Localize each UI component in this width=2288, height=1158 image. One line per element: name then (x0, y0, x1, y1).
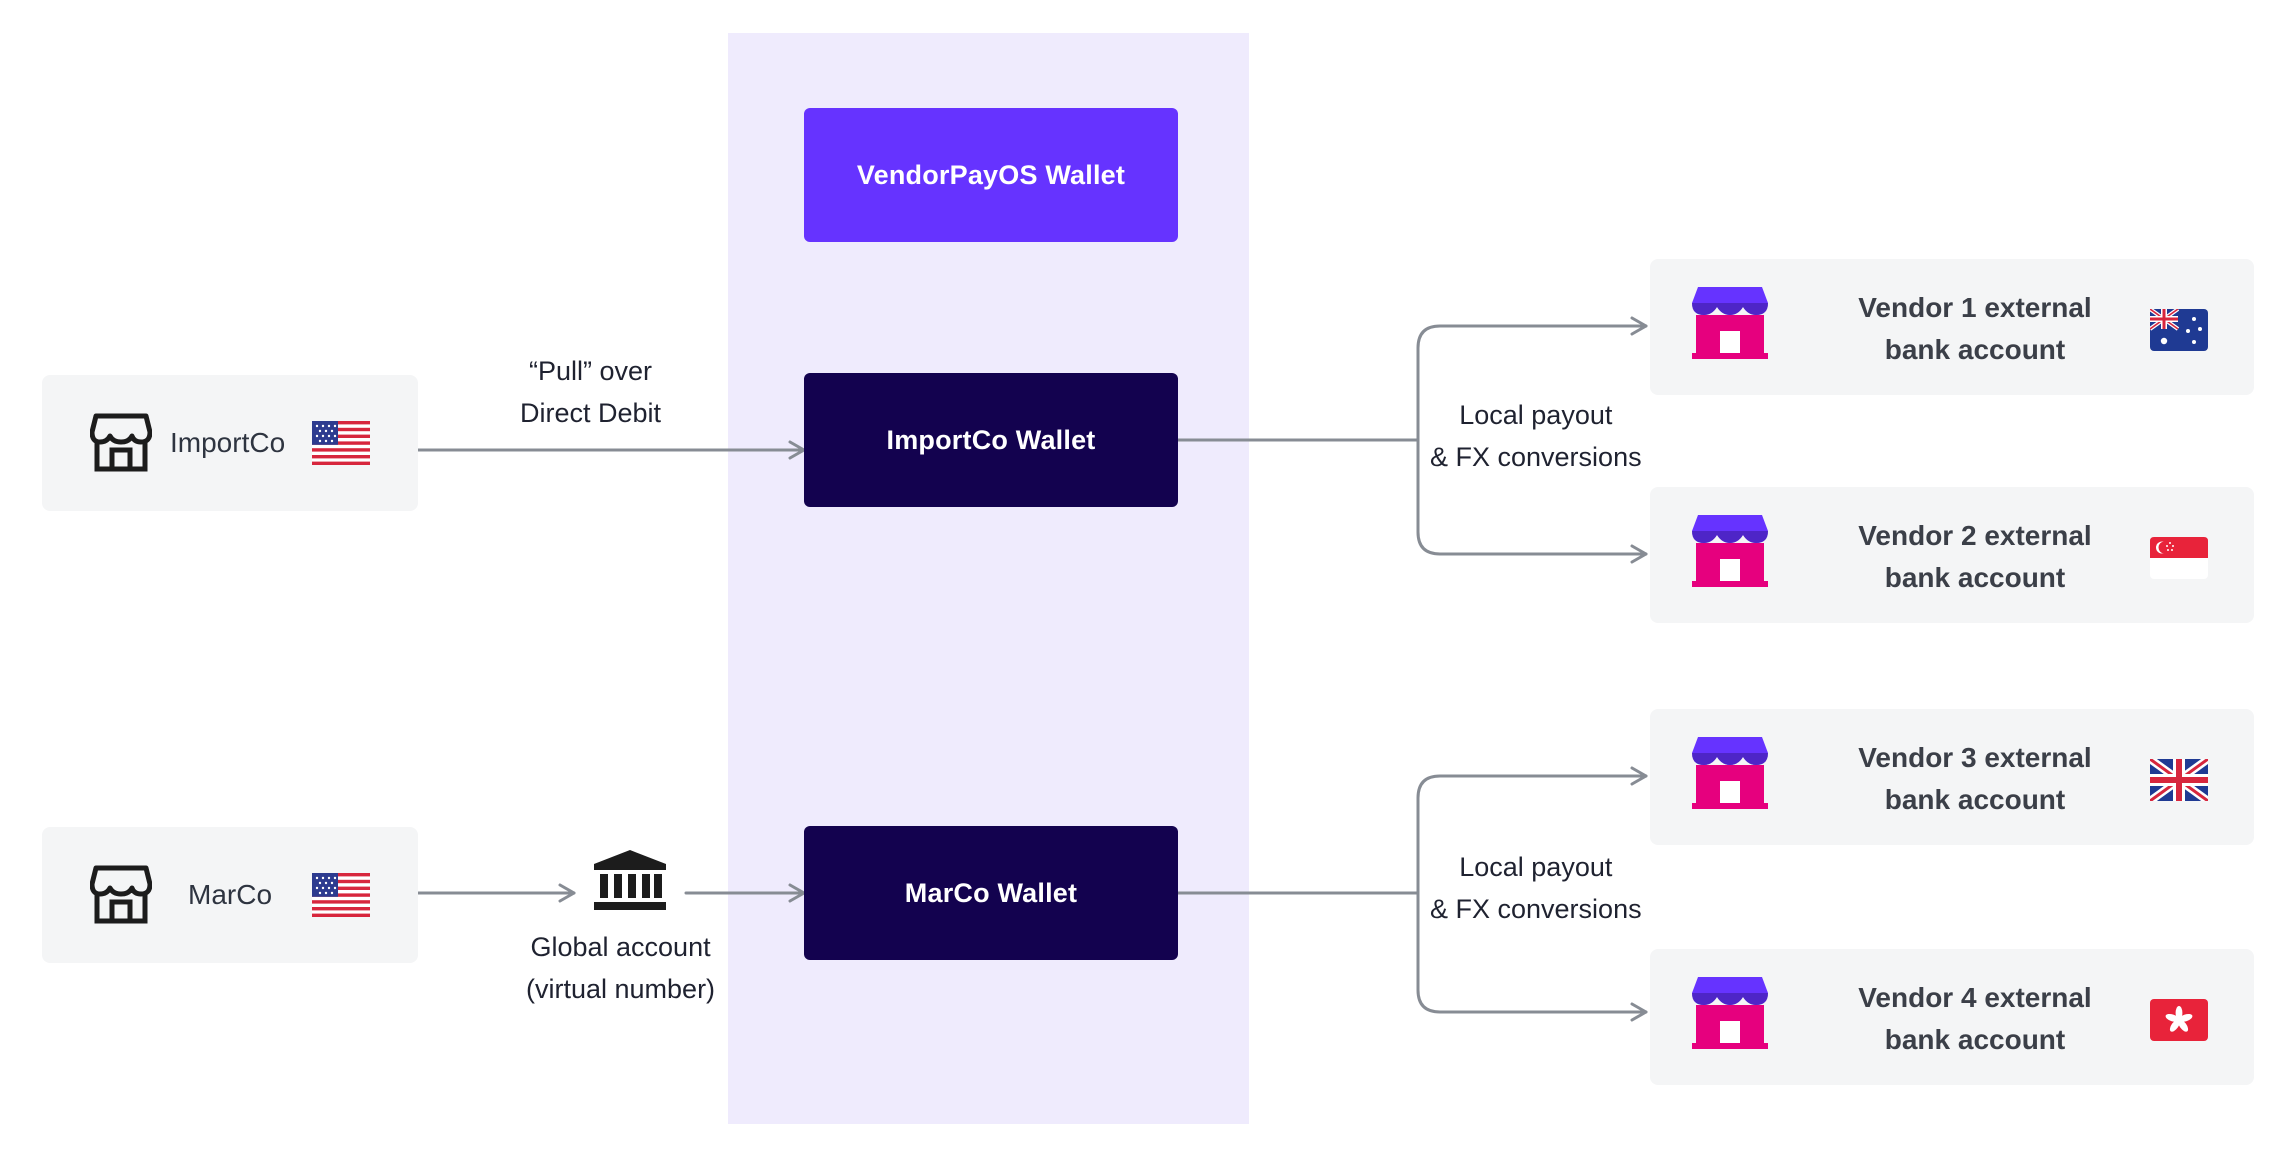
bank-icon (594, 850, 666, 910)
storefront-icon (90, 865, 152, 924)
vendor-store-icon (1692, 737, 1768, 809)
us-flag-icon (312, 421, 370, 465)
australia-flag-icon (2150, 309, 2208, 351)
vendorpayos-wallet-label: VendorPayOS Wallet (856, 159, 1126, 190)
arrow-to-vendor-2 (1416, 438, 1648, 564)
marco-wallet: MarCo Wallet (804, 826, 1178, 960)
importco-source-card: ImportCo (42, 375, 418, 511)
vendor-1-label: Vendor 1 external bank account (1858, 292, 2092, 365)
vendor-store-icon (1692, 977, 1768, 1049)
importco-name: ImportCo (170, 427, 286, 458)
arrow-to-vendor-4 (1416, 891, 1648, 1022)
importco-wallet-label: ImportCo Wallet (886, 424, 1096, 455)
vendor-3-card: Vendor 3 external bank account (1650, 709, 2254, 845)
vendor-4-card: Vendor 4 external bank account (1650, 949, 2254, 1085)
vendor-4-label: Vendor 4 external bank account (1858, 982, 2092, 1055)
storefront-icon (90, 413, 152, 472)
vendorpayos-wallet: VendorPayOS Wallet (804, 108, 1178, 242)
arrow-to-vendor-3 (1416, 766, 1648, 895)
vendor-store-icon (1692, 287, 1768, 359)
marco-wallet-label: MarCo Wallet (904, 877, 1078, 908)
vendor-2-card: Vendor 2 external bank account (1650, 487, 2254, 623)
vendor-1-card: Vendor 1 external bank account (1650, 259, 2254, 395)
importco-wallet: ImportCo Wallet (804, 373, 1178, 507)
payout-fx-label-bottom: Local payout & FX conversions (1430, 852, 1642, 924)
vendor-3-label: Vendor 3 external bank account (1858, 742, 2092, 815)
vendor-store-icon (1692, 515, 1768, 587)
payout-fx-label-top: Local payout & FX conversions (1430, 400, 1642, 472)
pull-direct-debit-label: “Pull” over Direct Debit (520, 356, 662, 428)
uk-flag-icon (2150, 759, 2208, 801)
vendor-2-label: Vendor 2 external bank account (1858, 520, 2092, 593)
global-account-label: Global account (virtual number) (526, 932, 716, 1004)
marco-name: MarCo (188, 879, 273, 910)
arrow-to-vendor-1 (1416, 316, 1648, 442)
singapore-flag-icon (2150, 537, 2208, 579)
hong-kong-flag-icon (2150, 999, 2208, 1041)
us-flag-icon (312, 873, 370, 917)
marco-source-card: MarCo (42, 827, 418, 963)
